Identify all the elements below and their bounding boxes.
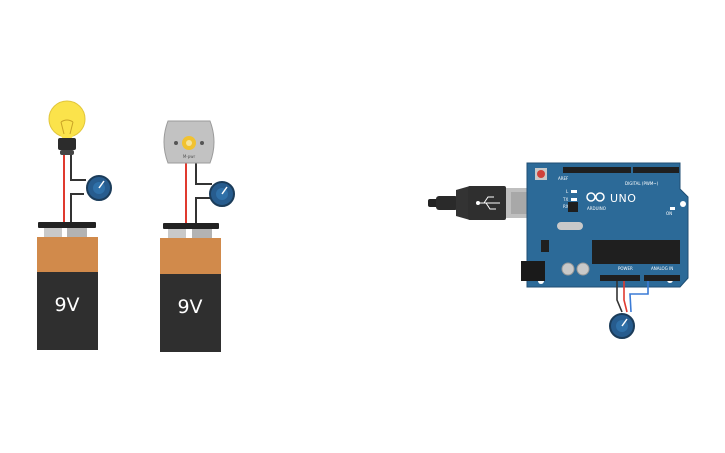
arduino-circuit: DIGITAL (PWM~) AREF L TX RX ARDUINO UNO …: [428, 162, 689, 339]
motor-label: M-pwr: [183, 154, 196, 159]
black-wire[interactable]: [70, 155, 86, 181]
battery-label: 9V: [177, 296, 202, 318]
battery-label: 9V: [54, 294, 79, 316]
battery-terminal: [168, 229, 186, 239]
arduino-uno-board[interactable]: DIGITAL (PWM~) AREF L TX RX ARDUINO UNO …: [521, 162, 689, 288]
light-bulb[interactable]: [48, 100, 86, 155]
led-label: L: [566, 189, 569, 194]
crystal: [557, 222, 583, 230]
potentiometer[interactable]: [609, 313, 635, 339]
analog-header-label: ANALOG IN: [651, 266, 673, 271]
dc-motor[interactable]: M-pwr: [163, 120, 215, 164]
power-header[interactable]: [600, 275, 640, 281]
reset-button-cap[interactable]: [537, 170, 545, 178]
model-label: UNO: [610, 192, 636, 205]
blue-wire[interactable]: [629, 281, 649, 313]
battery-terminal: [192, 229, 212, 239]
bulb-circuit: 9V: [37, 100, 112, 350]
atmega-chip: [592, 240, 680, 264]
black-wire[interactable]: [195, 163, 212, 185]
led-label: TX: [562, 197, 568, 202]
black-wire[interactable]: [616, 281, 623, 313]
mounting-hole: [680, 201, 686, 207]
led-tx: [571, 198, 577, 201]
on-label: ON: [666, 211, 672, 216]
led-l: [571, 190, 577, 193]
red-wire[interactable]: [623, 281, 628, 313]
icsp-header: [541, 240, 549, 252]
power-header-label: POWER: [618, 266, 633, 271]
battery-9v[interactable]: 9V: [37, 237, 98, 350]
power-jack[interactable]: [521, 261, 545, 281]
brand-label: ARDUINO: [587, 206, 606, 211]
potentiometer[interactable]: [209, 181, 235, 207]
led-label: RX: [563, 204, 569, 209]
arduino-logo-icon: [586, 192, 605, 202]
capacitor: [561, 262, 575, 276]
battery-snap: [38, 222, 96, 228]
usb-chip: [568, 202, 578, 212]
battery-terminal: [67, 228, 87, 238]
analog-header[interactable]: [644, 275, 680, 281]
digital-header[interactable]: [633, 167, 679, 173]
capacitor: [576, 262, 590, 276]
black-wire[interactable]: [195, 197, 210, 228]
aref-label: AREF: [558, 176, 569, 181]
battery-9v[interactable]: 9V: [160, 238, 221, 352]
digital-header-label: DIGITAL (PWM~): [625, 181, 659, 186]
battery-snap: [163, 223, 219, 229]
black-wire[interactable]: [70, 193, 84, 228]
potentiometer[interactable]: [86, 175, 112, 201]
usb-symbol-icon: [476, 196, 500, 210]
led-on: [670, 207, 675, 210]
motor-circuit: M-pwr 9V: [160, 120, 235, 352]
digital-header[interactable]: [563, 167, 631, 173]
battery-terminal: [44, 228, 62, 238]
